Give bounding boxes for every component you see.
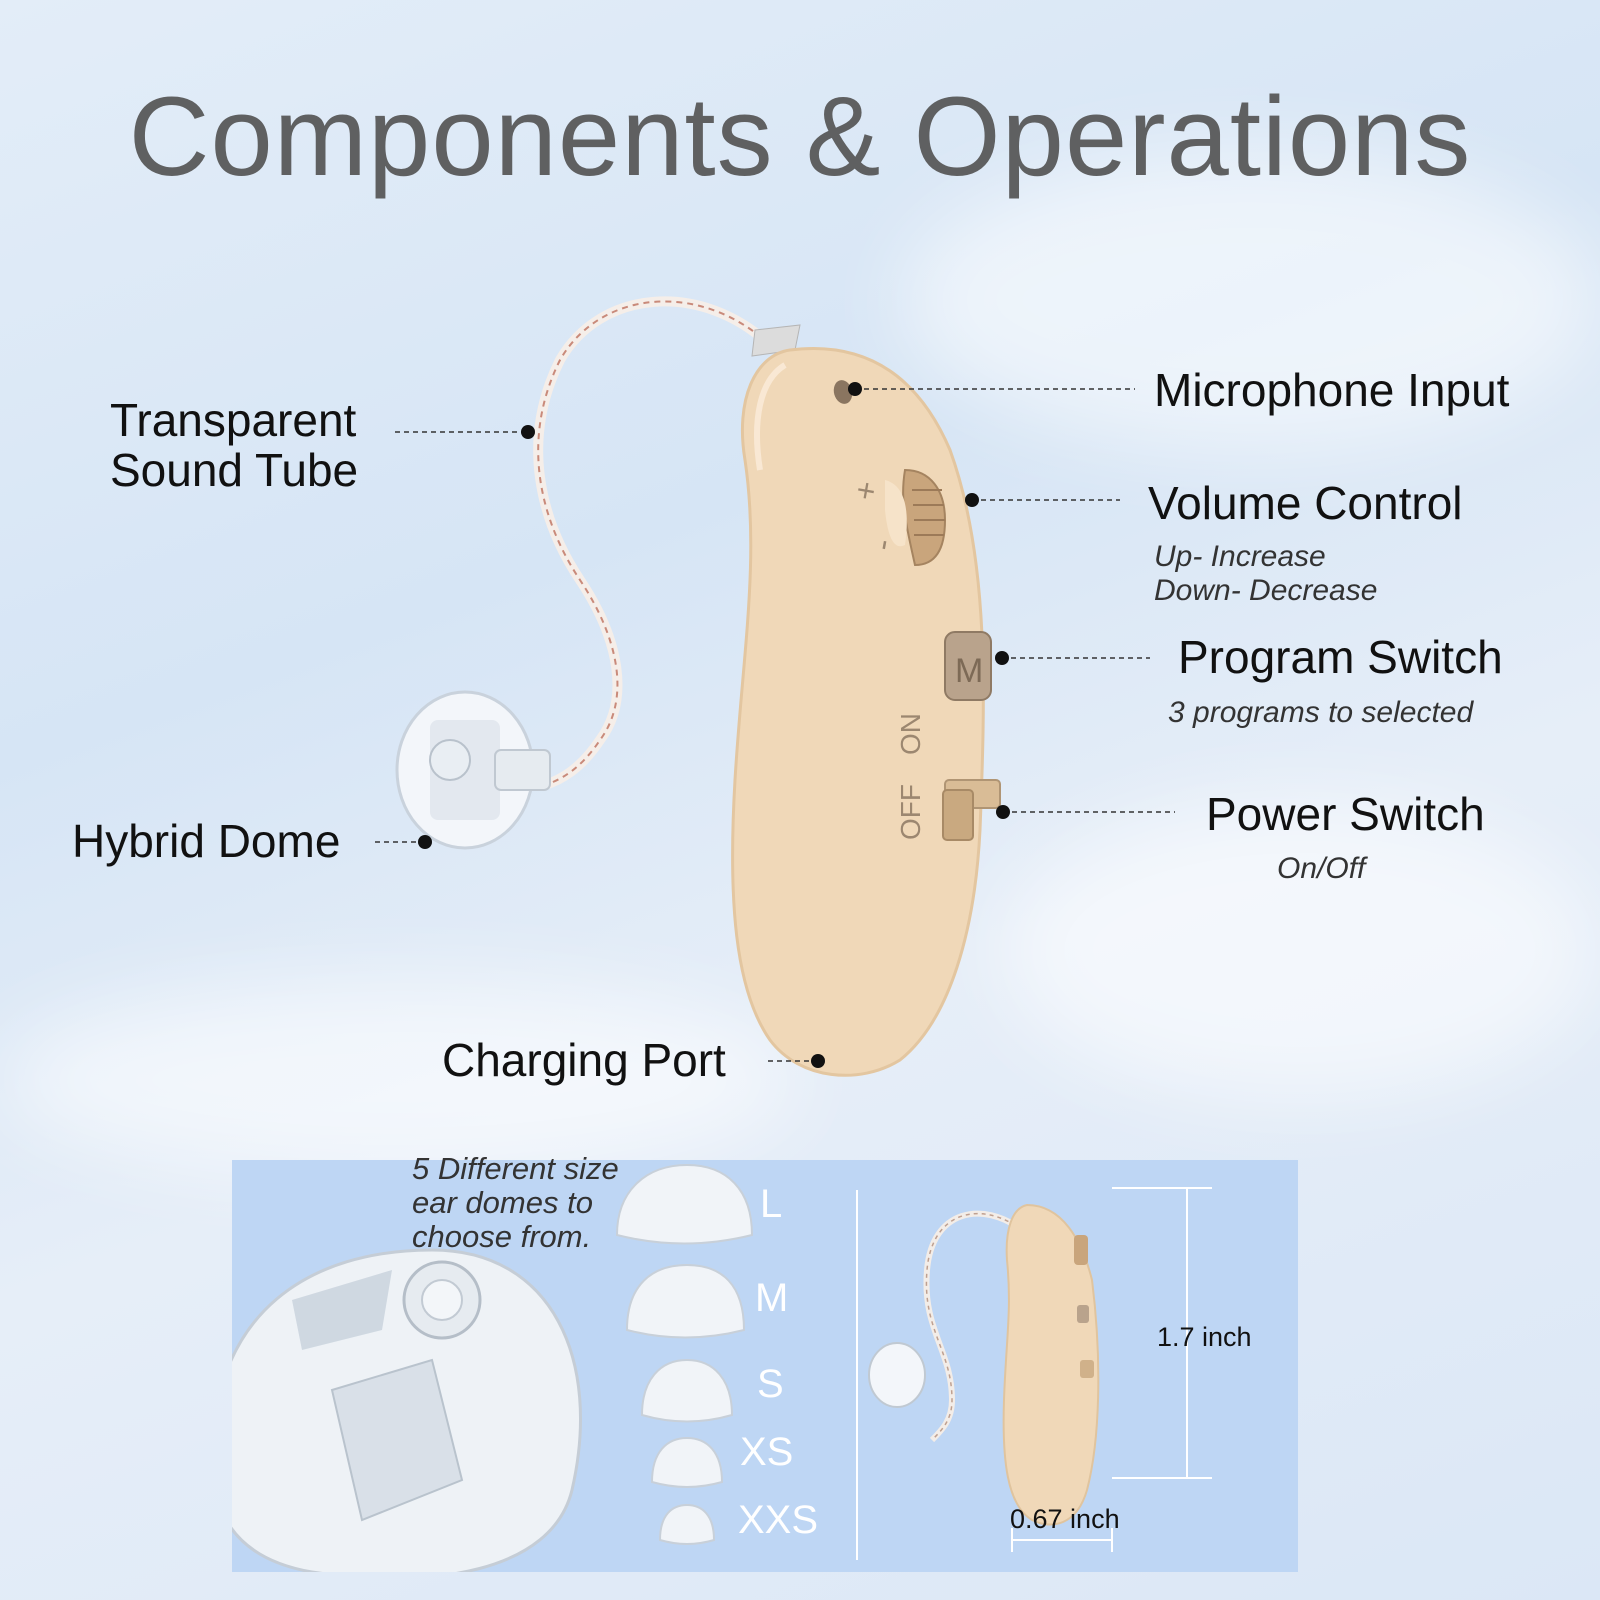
hybrid-dome bbox=[395, 690, 551, 850]
page-title: Components & Operations bbox=[128, 74, 1472, 199]
charging-label: Charging Port bbox=[442, 1034, 726, 1086]
volume-wheel bbox=[885, 468, 947, 567]
size-label-xxs: XXS bbox=[738, 1498, 819, 1542]
leader-dots bbox=[418, 382, 1010, 1068]
dome-label: Hybrid Dome bbox=[72, 815, 341, 867]
microphone-hole bbox=[833, 380, 853, 404]
bottom-panel: 5 Different size ear domes to choose fro… bbox=[232, 1152, 1298, 1572]
power-sub-label: On/Off bbox=[1277, 852, 1366, 885]
cloud bbox=[0, 980, 800, 1180]
off-marking: OFF bbox=[895, 784, 926, 840]
cloud bbox=[1000, 800, 1600, 1100]
sound-tube bbox=[533, 296, 775, 790]
program-label: Program Switch bbox=[1178, 631, 1503, 683]
size-label-s: S bbox=[757, 1362, 784, 1406]
power-switch bbox=[942, 779, 1001, 841]
width-measure: 0.67 inch bbox=[1010, 1504, 1120, 1534]
large-dome bbox=[232, 1248, 582, 1572]
sound-tube-label: Transparent Sound Tube bbox=[110, 394, 359, 496]
power-label: Power Switch bbox=[1206, 788, 1485, 840]
program-button bbox=[944, 631, 992, 701]
program-sub-label: 3 programs to selected bbox=[1168, 696, 1474, 729]
dimension-lines bbox=[1011, 1187, 1212, 1552]
size-domes bbox=[615, 1163, 754, 1545]
size-label-l: L bbox=[760, 1182, 783, 1226]
domes-note: 5 Different size ear domes to choose fro… bbox=[412, 1151, 619, 1254]
height-measure: 1.7 inch bbox=[1157, 1322, 1252, 1352]
size-label-m: M bbox=[755, 1276, 789, 1320]
volume-sub-label: Up- Increase Down- Decrease bbox=[1154, 540, 1378, 607]
cloud bbox=[900, 150, 1600, 450]
size-label-xs: XS bbox=[740, 1430, 794, 1474]
program-button-marking: M bbox=[955, 652, 983, 690]
device-body bbox=[731, 347, 985, 1077]
leader-lines bbox=[375, 388, 1175, 1062]
on-marking: ON bbox=[895, 713, 926, 755]
bottom-graphics bbox=[232, 1163, 1212, 1572]
small-device bbox=[868, 1203, 1100, 1526]
sound-tube-wire bbox=[537, 300, 771, 786]
volume-label: Volume Control bbox=[1148, 477, 1463, 529]
microphone-label: Microphone Input bbox=[1154, 364, 1510, 416]
